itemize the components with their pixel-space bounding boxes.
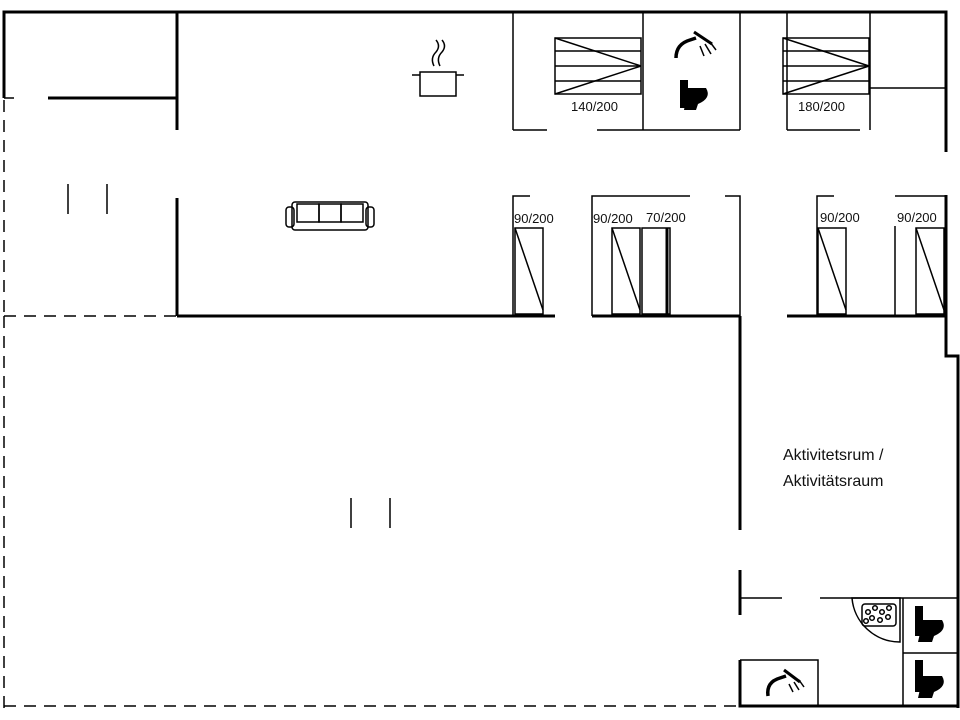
activity-room-label-1: Aktivitetsrum / [783,447,884,464]
partition-room-b [591,195,690,316]
bed-icon [611,227,641,315]
sofa-icon [285,201,375,231]
bed-label-180: 180/200 [798,99,845,114]
bed-icon [641,227,671,315]
bed-icon [915,227,945,315]
bed-label-90-a: 90/200 [514,211,554,226]
bed-icon [817,227,847,315]
activity-room-label-2: Aktivitätsraum [783,473,883,490]
bed-label-70: 70/200 [646,210,686,225]
toilet-icon [680,80,708,110]
toilet-icon [915,606,944,642]
partition-room-d [816,195,834,316]
door-marks [67,184,391,528]
whirlpool-icon [861,603,897,627]
partition-shower-box [740,659,819,706]
shower-icon [766,668,805,697]
bed-label-90-b: 90/200 [593,211,633,226]
shower-icon [674,30,717,59]
bed-icon [514,227,544,315]
partition-room-c-left [725,195,741,316]
toilet-icon [915,660,944,698]
partitions [512,12,958,706]
walls [2,10,960,708]
bed-icon [554,37,642,95]
wall-bathroom-bottom [738,660,958,708]
kitchen-pot-icon [412,39,464,97]
bed-label-140: 140/200 [571,99,618,114]
wall-left-room [48,96,179,130]
wall-right-jog [944,195,960,708]
bed-label-90-d: 90/200 [897,210,937,225]
terrace-lines [3,97,740,708]
partition-room-a [512,195,530,316]
bed-label-90-c: 90/200 [820,210,860,225]
whirlpool-arc [851,597,901,643]
wall-top [2,10,948,152]
bed-icon [782,37,870,95]
